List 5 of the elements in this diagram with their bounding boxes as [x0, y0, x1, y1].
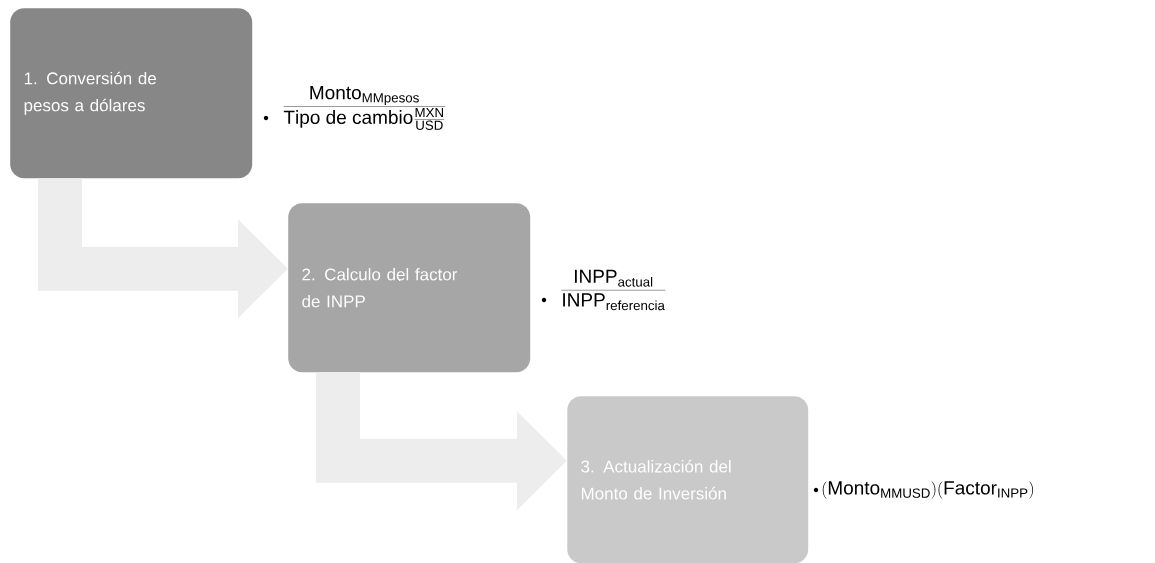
- formula: $(\mathrm{Monto}_{\mathrm{MMUSD}})(\mathrm{Factor}_{\mathrm{INPP}})$: [822, 481, 1034, 499]
- formula: $\frac{\mathrm{INPP}_{\mathrm{actual}}}{\mathrm{INPP}_{\mathrm{referencia}}}$: [561, 269, 666, 311]
- process-box: 1. Conversión de pesos a dólares: [10, 8, 253, 179]
- formula: $\frac{\mathrm{Monto}_{\mathrm{MMpesos}}}{\mathrm{Tipo\ de\ cambio}\frac{\mathrm{MXN}}{\mathrm{USD}}}$: [283, 86, 446, 130]
- process-box: 2. Calculo del factor de INPP: [288, 203, 531, 373]
